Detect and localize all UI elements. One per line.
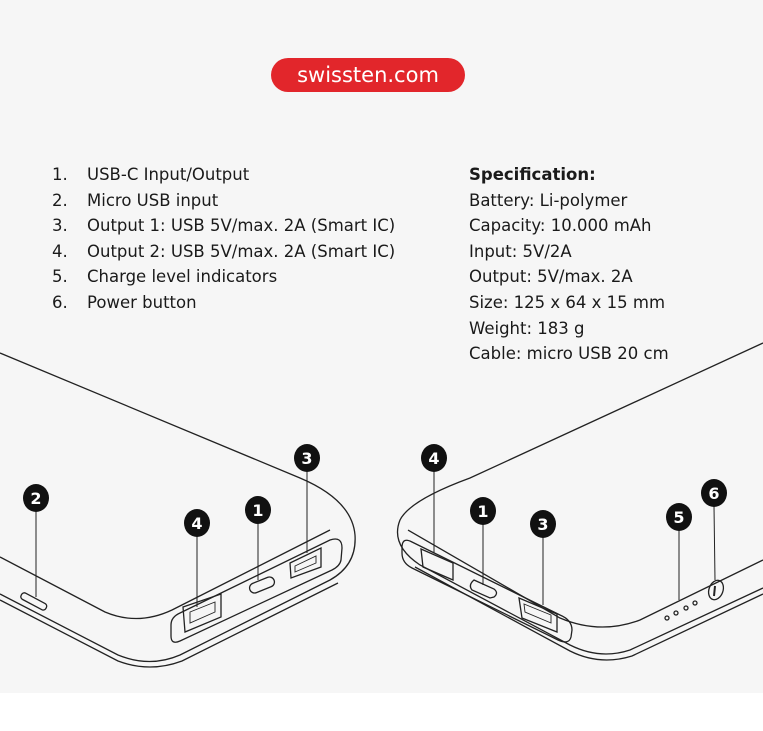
port-panel [170,538,343,643]
usb-a-port-inner [294,555,317,573]
right-device-view [396,342,763,661]
callout-badge: 6 [701,479,727,507]
device-face-edge [407,529,763,628]
micro-usb-port [20,592,48,611]
callout-badge: 4 [421,444,447,472]
feature-label: Output 2: USB 5V/max. 2A (Smart IC) [87,241,396,261]
device-body-edge [414,566,763,661]
spec-item: Battery: Li-polymer [469,190,628,210]
callout-badge: 4 [184,509,210,537]
callout-number: 1 [252,501,263,520]
power-button-mark [713,585,716,597]
feature-number: 1. [52,165,68,184]
website-badge: swissten.com [271,58,465,92]
usb-c-port [248,576,276,594]
power-button [707,579,725,601]
feature-list: 1. USB-C Input/Output 2. Micro USB input 3… [52,162,395,316]
feature-item: 1. USB-C Input/Output [52,162,395,188]
spec-item: Output: 5V/max. 2A [469,267,633,287]
device-body-edge [0,582,339,668]
usb-a-port-output-1 [518,596,558,633]
feature-item: 4. Output 2: USB 5V/max. 2A (Smart IC) [52,239,395,265]
feature-label: Charge level indicators [87,267,278,287]
usb-a-port-inner [189,601,216,624]
feature-item: 2. Micro USB input [52,188,395,214]
spec-item: Capacity: 10.000 mAh [469,216,652,236]
feature-number: 6. [52,292,68,312]
callout-badge: 1 [245,496,271,524]
left-device-view [0,352,356,668]
usb-a-port-output-2 [182,593,222,633]
usb-a-port-output-2 [420,547,454,581]
leader-line [713,505,716,581]
feature-label: Micro USB input [87,190,219,210]
feature-number: 3. [52,216,68,236]
spec-item: Size: 125 x 64 x 15 mm [469,292,666,312]
callout-number: 5 [673,508,684,527]
callout-badge: 1 [470,497,496,525]
specification-title: Specification: [469,165,596,184]
feature-label: USB-C Input/Output [87,165,250,184]
callout-number: 4 [191,514,202,533]
callout-badge: 3 [294,444,320,472]
charge-indicator-led [673,610,679,616]
callout-number: 4 [428,449,439,468]
spec-item: Input: 5V/2A [469,241,572,261]
callout-number: 3 [301,449,312,468]
callout-number: 3 [537,515,548,534]
feature-number: 5. [52,267,68,287]
device-body-outline [396,342,763,655]
spec-item: Cable: micro USB 20 cm [469,344,669,364]
callout-badge: 5 [666,503,692,531]
feature-number: 2. [52,190,68,210]
bottom-margin [0,693,763,731]
callout-badge: 3 [530,510,556,538]
callout-number: 1 [477,502,488,521]
specification-list: Specification: Battery: Li-polymer Capac… [469,162,669,367]
feature-number: 4. [52,241,68,261]
feature-item: 5. Charge level indicators [52,264,395,290]
callout-badge: 2 [23,484,49,512]
device-body-outline [0,352,356,663]
usb-a-port-inner [523,603,552,624]
charge-indicator-led [664,615,670,621]
charge-indicator-led [683,605,689,611]
callout-number: 2 [30,489,41,508]
spec-item: Weight: 183 g [469,318,585,338]
callout-number: 6 [708,484,719,503]
feature-label: Output 1: USB 5V/max. 2A (Smart IC) [87,216,396,236]
feature-item: 6. Power button [52,290,395,316]
feature-item: 3. Output 1: USB 5V/max. 2A (Smart IC) [52,213,395,239]
charge-indicator-led [692,600,698,606]
device-face-edge [0,529,331,620]
feature-label: Power button [87,292,197,312]
usb-c-port-shape [469,579,498,599]
port-panel [401,539,573,643]
usb-a-port-output-1 [289,546,322,579]
